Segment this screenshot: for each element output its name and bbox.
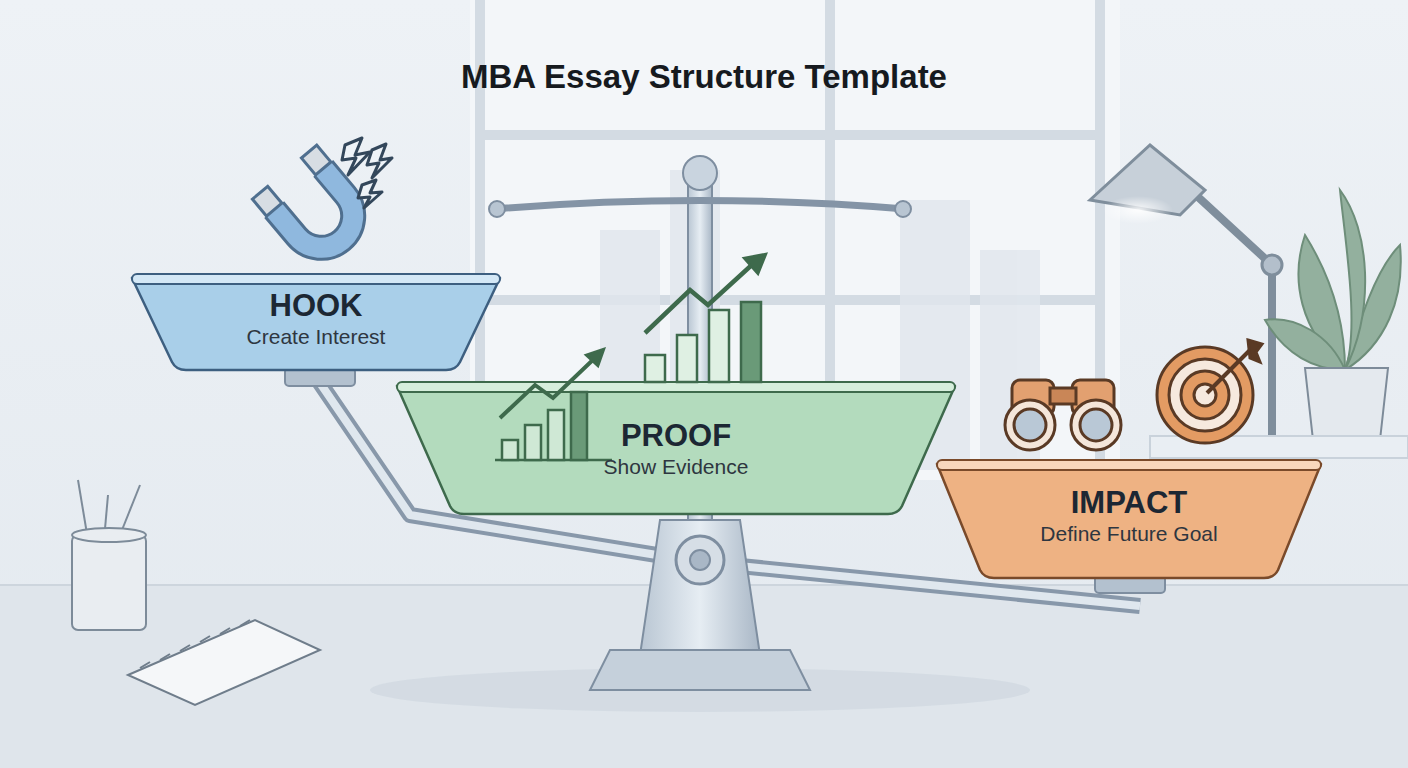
pan-heading: HOOK xyxy=(130,288,502,324)
bar-chart-icon xyxy=(495,349,612,460)
pan-heading: IMPACT xyxy=(935,485,1323,521)
pan-subtitle: Show Evidence xyxy=(395,454,957,480)
diagram-title: MBA Essay Structure Template xyxy=(0,58,1408,96)
pan-subtitle: Create Interest xyxy=(130,324,502,350)
binoculars-icon xyxy=(1005,380,1121,450)
target-icon xyxy=(1157,340,1262,443)
pan-heading: PROOF xyxy=(395,418,957,454)
pan-subtitle: Define Future Goal xyxy=(935,521,1323,547)
magnet-icon xyxy=(252,145,374,267)
bar-chart-icon xyxy=(645,254,766,382)
impact-pan: IMPACTDefine Future Goal xyxy=(935,458,1323,580)
hook-pan: HOOKCreate Interest xyxy=(130,272,502,372)
proof-pan: PROOFShow Evidence xyxy=(395,380,957,516)
